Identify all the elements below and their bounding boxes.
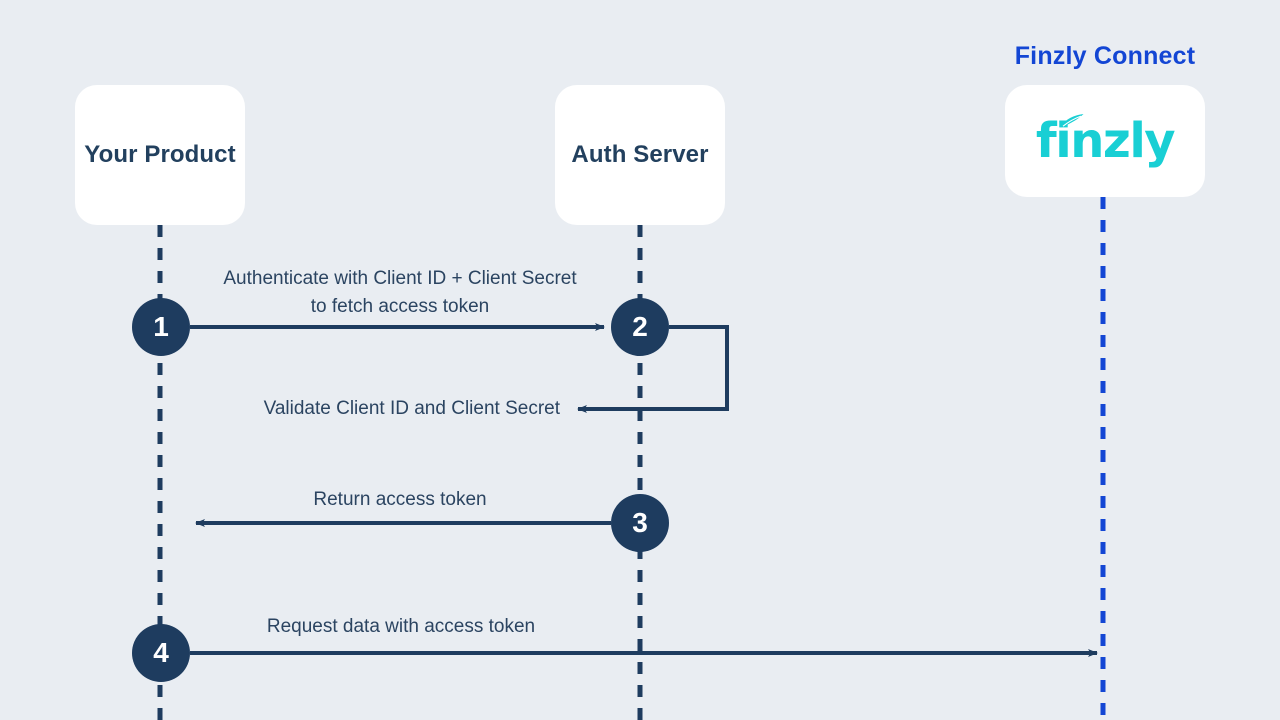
step-number-4: 4 (153, 637, 169, 668)
participant-box-auth-server[interactable]: Auth Server (555, 85, 725, 225)
arrow-step-2-self-loop (577, 325, 729, 413)
step-number-1: 1 (153, 311, 169, 342)
step-marker-1[interactable]: 1 (132, 298, 190, 356)
step-marker-2[interactable]: 2 (611, 298, 669, 356)
finzly-leaf-icon (1060, 114, 1084, 128)
finzly-wordmark: finzly (1035, 113, 1176, 169)
participant-box-your-product[interactable]: Your Product (75, 85, 245, 225)
finzly-logo: finzly (1029, 111, 1181, 171)
participant-label-your-product: Your Product (84, 140, 236, 168)
message-label-step-3: Return access token (313, 489, 487, 510)
step-number-2: 2 (632, 311, 648, 342)
finzly-connect-title: Finzly Connect (1014, 42, 1196, 70)
step-number-3: 3 (632, 507, 648, 538)
participant-label-auth-server: Auth Server (571, 140, 709, 168)
message-label-step-2: Validate Client ID and Client Secret (263, 398, 560, 419)
participant-box-finzly-connect[interactable]: finzly (1005, 85, 1205, 197)
message-label-step-4: Request data with access token (266, 616, 536, 637)
step-marker-4[interactable]: 4 (132, 624, 190, 682)
step-marker-3[interactable]: 3 (611, 494, 669, 552)
message-label-step-1: Authenticate with Client ID + Client Sec… (223, 268, 577, 317)
